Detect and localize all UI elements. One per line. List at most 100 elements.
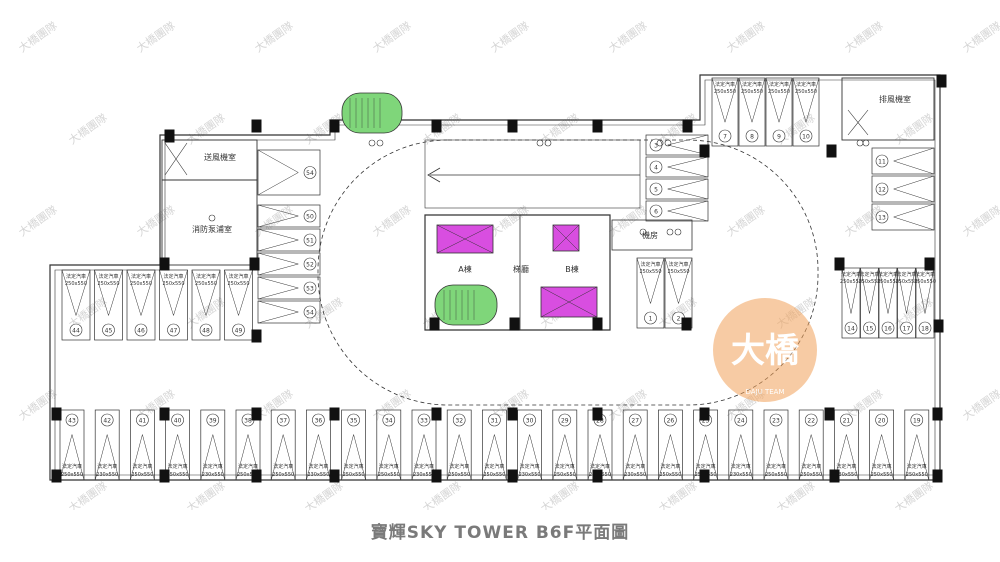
structural-column <box>592 317 603 331</box>
stall-marking <box>869 433 894 481</box>
parking-stall <box>411 409 437 481</box>
stall-number-circle <box>69 323 83 337</box>
watermark-text: 大橋團隊 <box>892 478 936 510</box>
stall-number-circle <box>171 413 184 427</box>
stall-marking <box>587 433 613 481</box>
machine-room-label: 機房 <box>642 230 658 240</box>
watermark-text: 大橋團隊 <box>724 202 768 239</box>
structural-column <box>936 74 947 88</box>
stall-number: 50 <box>306 214 314 221</box>
parking-stall <box>446 409 472 481</box>
stall-number: 20 <box>878 418 886 425</box>
stall-number: 8 <box>750 134 754 141</box>
watermark-text: 大橋團隊 <box>370 202 414 239</box>
stair-north <box>341 92 403 134</box>
structural-column <box>592 407 603 421</box>
stall-marking <box>257 204 300 228</box>
stall-number-circle <box>844 321 858 335</box>
parking-stall <box>878 267 898 339</box>
stall-number: 36 <box>315 418 323 425</box>
parking-stall <box>257 204 321 228</box>
stall-marking <box>904 433 930 481</box>
stall-number-circle <box>649 204 663 218</box>
ramp-arrow <box>427 167 640 183</box>
stall-number: 38 <box>244 418 252 425</box>
stall-marking <box>667 156 709 178</box>
stall-marking <box>235 433 261 481</box>
stall-type-label: 法定汽車 <box>836 463 856 470</box>
stall-type-label: 法定汽車 <box>308 463 328 470</box>
stall-type-label: 法定汽車 <box>97 463 117 470</box>
stall-type-label: 法定汽車 <box>907 463 927 470</box>
shaft-cross <box>164 142 188 176</box>
pump-symbol <box>208 214 216 222</box>
parking-stall <box>130 409 155 481</box>
watermark-text: 大橋團隊 <box>656 110 700 147</box>
stall-number: 29 <box>561 418 569 425</box>
core-outline <box>424 214 611 331</box>
stall-number-circle <box>347 413 360 427</box>
stall-number-circle <box>134 323 148 337</box>
parking-stall <box>869 409 894 481</box>
stall-size-label: 230x550 <box>96 472 118 478</box>
stall-number: 11 <box>878 159 886 166</box>
stair-core <box>434 284 498 326</box>
stall-marking <box>667 200 709 222</box>
watermark-text: 大橋團隊 <box>488 18 532 55</box>
pump-room-label: 消防泵浦室 <box>192 224 232 234</box>
stall-marking <box>622 433 648 481</box>
stall-type-label: 法定汽車 <box>62 463 82 470</box>
stall-size-label: 250x550 <box>97 281 119 287</box>
stall-size-label: 250x550 <box>800 472 822 478</box>
stall-number-circle <box>875 182 889 196</box>
stall-number: 9 <box>777 134 781 141</box>
parking-stall <box>645 178 709 200</box>
stall-number-circle <box>772 129 786 143</box>
structural-column <box>924 257 935 271</box>
stall-marking <box>878 267 898 314</box>
stall-marking <box>61 269 91 317</box>
stall-number: 3 <box>654 143 658 150</box>
stall-type-label: 法定汽車 <box>731 463 751 470</box>
stall-size-label: 250x550 <box>659 472 681 478</box>
stall-number-circle <box>734 413 748 427</box>
stall-number: 32 <box>455 418 463 425</box>
stall-number: 54 <box>306 310 314 317</box>
exhaust-fan-room-label: 排風機室 <box>879 94 911 104</box>
parking-stall <box>904 409 930 481</box>
structural-column <box>159 257 170 271</box>
stall-type-label: 法定汽車 <box>98 273 118 280</box>
stall-number-circle <box>745 129 759 143</box>
stall-number: 21 <box>843 418 851 425</box>
stall-marking <box>860 267 879 314</box>
parking-stall <box>482 409 507 481</box>
stall-type-label: 法定汽車 <box>203 463 223 470</box>
stall-number-circle <box>875 154 889 168</box>
watermark-text: 大橋團隊 <box>774 478 818 510</box>
stall-type-label: 法定汽車 <box>742 81 762 88</box>
fixture-circle <box>536 139 544 147</box>
fixture-circle <box>862 139 870 147</box>
structural-column <box>159 469 170 483</box>
stall-size-label: 250x550 <box>227 281 249 287</box>
stall-number-circle <box>649 138 663 152</box>
stall-marking <box>728 433 754 481</box>
stall-marking <box>165 433 190 481</box>
stall-marking <box>159 269 188 317</box>
structural-column <box>431 119 442 133</box>
parking-stall <box>792 77 820 147</box>
stall-number-circle <box>649 160 663 174</box>
stall-type-label: 法定汽車 <box>640 261 660 268</box>
fixture-circle <box>674 228 682 236</box>
fixture-circle <box>376 139 384 147</box>
parking-stall <box>871 175 935 203</box>
structural-column <box>509 317 520 331</box>
structural-column <box>699 469 710 483</box>
stall-number-circle <box>199 323 213 337</box>
stall-marking <box>552 433 578 481</box>
structural-column <box>431 469 442 483</box>
stall-marking <box>130 433 155 481</box>
stall-marking <box>257 252 300 276</box>
stall-number-circle <box>65 413 79 427</box>
stall-marking <box>306 433 331 481</box>
